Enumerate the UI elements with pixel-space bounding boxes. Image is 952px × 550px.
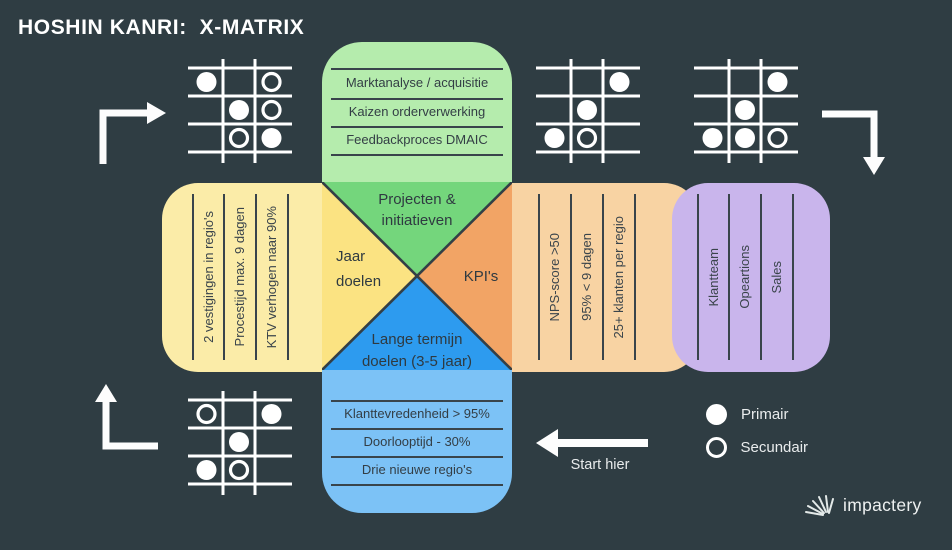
primary-mark — [229, 100, 249, 120]
divider — [602, 194, 604, 360]
secondary-mark — [261, 71, 282, 93]
arrow-top-right — [822, 110, 878, 157]
legend-secondary: Secundair — [705, 431, 856, 464]
arrow-top-right-head — [863, 157, 885, 175]
team-item: Sales — [768, 260, 784, 294]
kpi-box: NPS-score >50 95% < 9 dagen 25+ klanten … — [510, 183, 700, 372]
arrow-bottom-left — [102, 402, 158, 450]
divider — [223, 194, 225, 360]
kpi-item: 95% < 9 dagen — [578, 233, 594, 321]
project-item: Kaizen orderverwerking — [348, 104, 486, 119]
secondary-mark — [228, 127, 250, 149]
projects-box: Marktanalyse / acquisitie Kaizen orderve… — [322, 42, 512, 183]
primary-mark — [577, 100, 597, 120]
divider — [331, 126, 503, 128]
x-diagonals — [322, 182, 512, 370]
primary-mark — [544, 128, 565, 148]
primary-mark — [261, 128, 282, 148]
secondary-mark — [576, 127, 598, 149]
brand-logo: impactery — [804, 492, 922, 518]
arrow-start-here-head — [536, 429, 558, 457]
projects-label: Projecten &initiatieven — [378, 191, 456, 229]
legend-primary: Primair — [706, 398, 856, 431]
secondary-mark — [228, 459, 250, 481]
primary-mark — [609, 72, 630, 92]
kpi-item: 25+ klanten per regio — [610, 215, 626, 339]
secondary-mark — [261, 99, 282, 121]
divider — [697, 194, 699, 360]
legend: Primair Secundair — [705, 398, 856, 464]
kpi-label: KPI's — [463, 268, 499, 285]
start-here-label: Start hier — [570, 457, 630, 473]
divider — [760, 194, 762, 360]
divider — [538, 194, 540, 360]
divider — [728, 194, 730, 360]
divider — [792, 194, 794, 360]
primary-mark — [229, 432, 249, 452]
primary-mark — [261, 404, 282, 424]
arrow-bottom-left-head — [95, 384, 117, 402]
page-title: HOSHIN KANRI: X-MATRIX — [18, 16, 305, 39]
longterm-goals-box: Klanttevredenheid > 95% Doorlooptijd - 3… — [322, 368, 512, 513]
secondary-mark — [196, 403, 217, 425]
divider — [255, 194, 257, 360]
project-item: Marktanalyse / acquisitie — [345, 75, 489, 90]
teams-box: Klantteam Opeartions Sales — [672, 183, 830, 372]
divider — [634, 194, 636, 360]
divider — [570, 194, 572, 360]
longterm-item: Doorlooptijd - 30% — [363, 434, 471, 449]
annual-goal-item: KTV verhogen naar 90% — [263, 205, 279, 349]
divider — [331, 484, 503, 486]
annual-goal-item: 2 vestigingen in regio's — [200, 211, 216, 343]
longterm-item: Klanttevredenheid > 95% — [344, 406, 490, 421]
correlation-grid-bottom — [188, 391, 292, 495]
divider — [192, 194, 194, 360]
divider — [331, 68, 503, 70]
divider — [331, 400, 503, 402]
primary-mark — [196, 460, 217, 480]
primary-mark — [735, 100, 755, 120]
primary-mark — [735, 128, 755, 148]
fan-icon — [805, 495, 834, 516]
kpi-item: NPS-score >50 — [546, 232, 562, 322]
divider — [331, 154, 503, 156]
divider — [331, 428, 503, 430]
annual-goals-box: 2 vestigingen in regio's Procestijd max.… — [162, 183, 324, 372]
divider — [287, 194, 289, 360]
primary-mark — [196, 72, 217, 92]
brand-name: impactery — [843, 494, 922, 515]
team-item: Klantteam — [705, 247, 721, 307]
secondary-mark-icon — [705, 437, 727, 458]
correlation-grid-top-mid — [536, 59, 640, 163]
team-item: Opeartions — [736, 245, 752, 309]
primary-mark — [767, 72, 788, 92]
arrow-top-left-head — [147, 102, 166, 124]
correlation-grid-top-left — [188, 59, 292, 163]
arrow-top-left — [99, 109, 147, 164]
legend-secondary-label: Secundair — [740, 439, 809, 456]
legend-primary-label: Primair — [741, 406, 789, 423]
primary-mark-icon — [706, 404, 727, 425]
correlation-grid-top-right — [694, 59, 798, 163]
longterm-item: Drie nieuwe regio's — [361, 462, 473, 477]
annual-goal-item: Procestijd max. 9 dagen — [231, 207, 247, 347]
secondary-mark — [767, 127, 788, 149]
project-item: Feedbackproces DMAIC — [346, 132, 488, 147]
primary-mark — [702, 128, 723, 148]
divider — [331, 98, 503, 100]
divider — [331, 456, 503, 458]
